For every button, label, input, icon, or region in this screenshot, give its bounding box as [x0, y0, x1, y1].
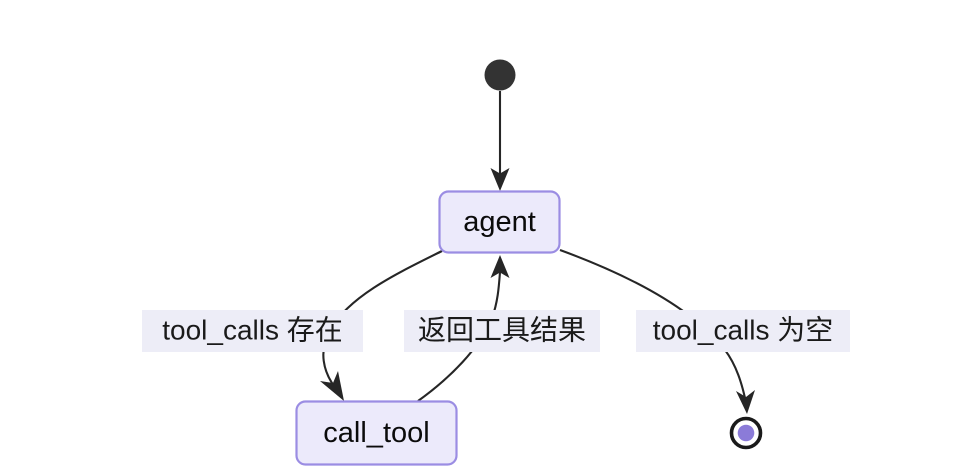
end-state-inner-dot — [737, 424, 755, 442]
call-tool-node-label: call_tool — [323, 417, 429, 449]
arrowhead-into-end — [736, 390, 755, 414]
edge-label-bg-1 — [142, 310, 363, 352]
call-tool-node-box — [295, 400, 458, 466]
node-end[interactable] — [729, 416, 763, 450]
edge-label-return-tool-result: 返回工具结果 — [404, 310, 600, 352]
edge-label-bg-3 — [636, 310, 850, 352]
node-agent[interactable]: agent — [438, 190, 561, 254]
node-start[interactable] — [484, 59, 516, 91]
arrowhead-into-call-tool — [320, 371, 344, 401]
edge-label-tool-calls-empty: tool_calls 为空 — [636, 310, 850, 352]
edge-label-tool-calls-exist: tool_calls 存在 — [142, 310, 363, 352]
edge-label-bg-2 — [404, 310, 600, 352]
edge-start-to-agent — [490, 91, 510, 191]
arrowhead-into-agent-bottom — [490, 255, 510, 278]
agent-node-label: agent — [463, 206, 536, 238]
arrowhead-into-agent-top — [490, 168, 510, 191]
start-state-dot — [484, 59, 516, 91]
edge-label-text-3: tool_calls 为空 — [653, 314, 834, 345]
agent-node-box — [438, 190, 561, 254]
node-call-tool[interactable]: call_tool — [295, 400, 458, 466]
edge-label-text-2: 返回工具结果 — [418, 314, 586, 345]
edge-label-text-1: tool_calls 存在 — [162, 314, 343, 345]
